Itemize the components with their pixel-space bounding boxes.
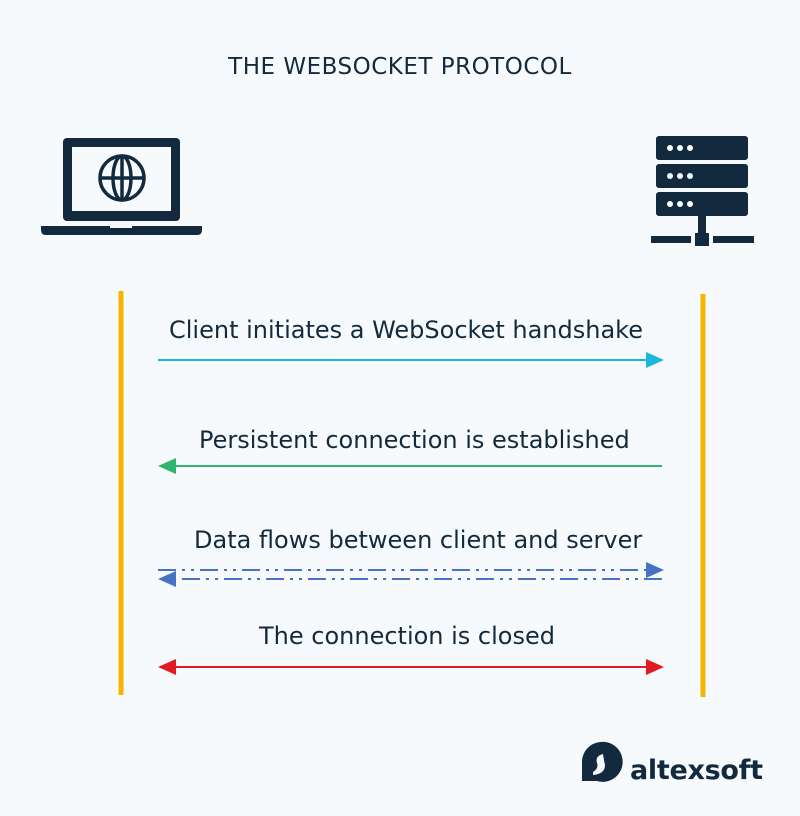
laptop-globe-icon (41, 138, 202, 235)
message-label-closed: The connection is closed (259, 622, 555, 650)
message-label-data-flow: Data flows between client and server (194, 526, 643, 554)
message-label-established: Persistent connection is established (199, 426, 630, 454)
altexsoft-logo-icon (581, 741, 623, 782)
brand-name: altexsoft (630, 755, 763, 786)
message-label-handshake: Client initiates a WebSocket handshake (169, 316, 643, 344)
diagram-title: THE WEBSOCKET PROTOCOL (228, 54, 572, 80)
server-stack-icon (651, 136, 754, 246)
